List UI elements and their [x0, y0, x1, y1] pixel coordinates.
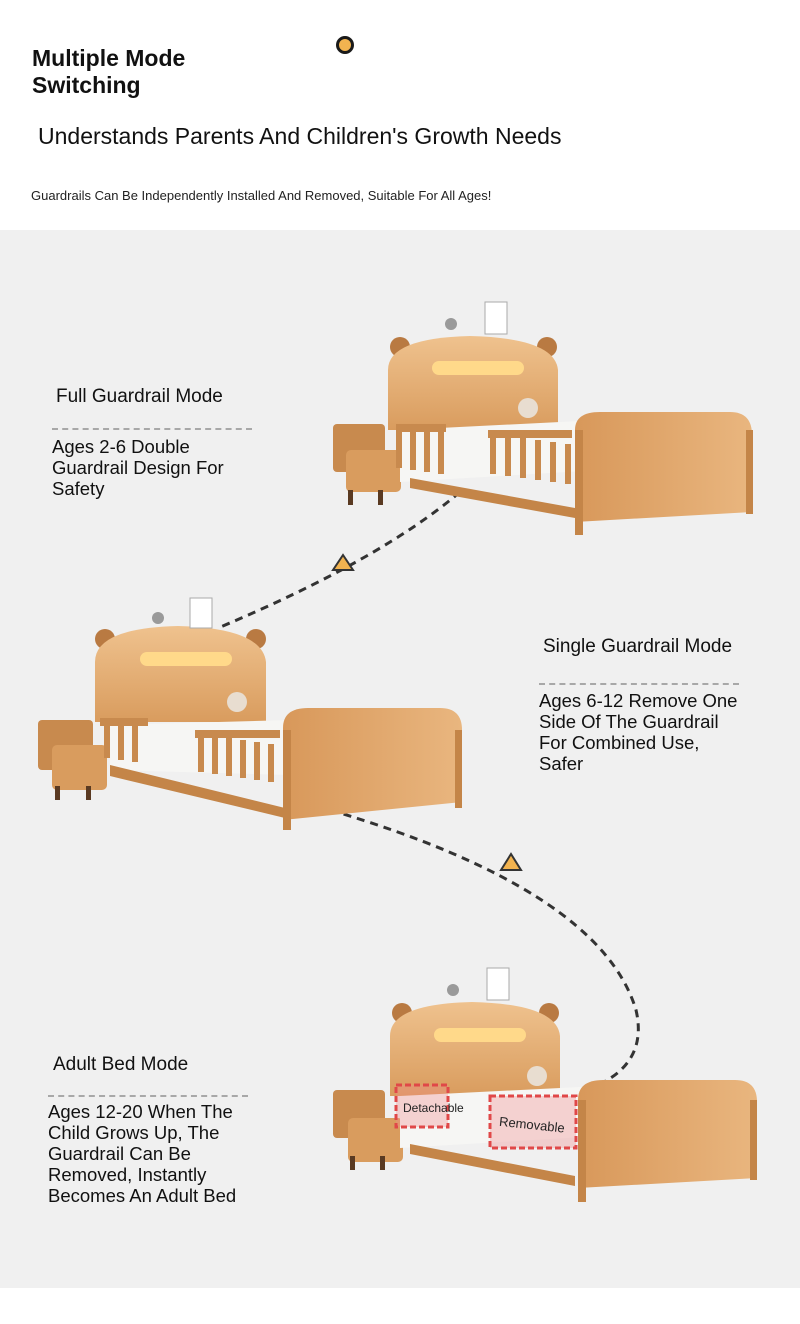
- divider: [52, 428, 252, 430]
- bed-adult: Detachable Removable: [333, 967, 757, 1202]
- bed-single-guardrail: [38, 597, 462, 830]
- mode-desc-single-guardrail: Ages 6-12 Remove One Side Of The Guardra…: [539, 690, 738, 774]
- divider: [48, 1095, 248, 1097]
- removable-highlight: [488, 1094, 578, 1150]
- arrow-icon: [331, 553, 355, 571]
- detachable-label: Detachable: [403, 1101, 464, 1115]
- divider: [539, 683, 739, 685]
- header: Multiple Mode Switching Understands Pare…: [0, 0, 800, 230]
- mode-label-single-guardrail: Single Guardrail Mode: [543, 636, 733, 657]
- removable-label: Removable: [498, 1114, 565, 1136]
- bed-illustration: Detachable Removable: [38, 301, 757, 1202]
- detachable-highlight: [394, 1083, 450, 1129]
- mode-label-full-guardrail: Full Guardrail Mode: [56, 386, 223, 407]
- mode-label-adult-bed: Adult Bed Mode: [53, 1054, 189, 1075]
- accent-dot-icon: [336, 36, 354, 54]
- page-tagline: Guardrails Can Be Independently Installe…: [31, 188, 492, 203]
- arrow-icon: [499, 852, 523, 871]
- page-subtitle: Understands Parents And Children's Growt…: [38, 123, 562, 149]
- page-title: Multiple Mode Switching: [32, 45, 186, 98]
- mode-desc-adult-bed: Ages 12-20 When The Child Grows Up, The …: [48, 1101, 237, 1206]
- mode-desc-full-guardrail: Ages 2-6 Double Guardrail Design For Saf…: [52, 436, 224, 499]
- bed-full-guardrail: [333, 301, 753, 535]
- dashed-connector-bottom: [329, 808, 640, 1094]
